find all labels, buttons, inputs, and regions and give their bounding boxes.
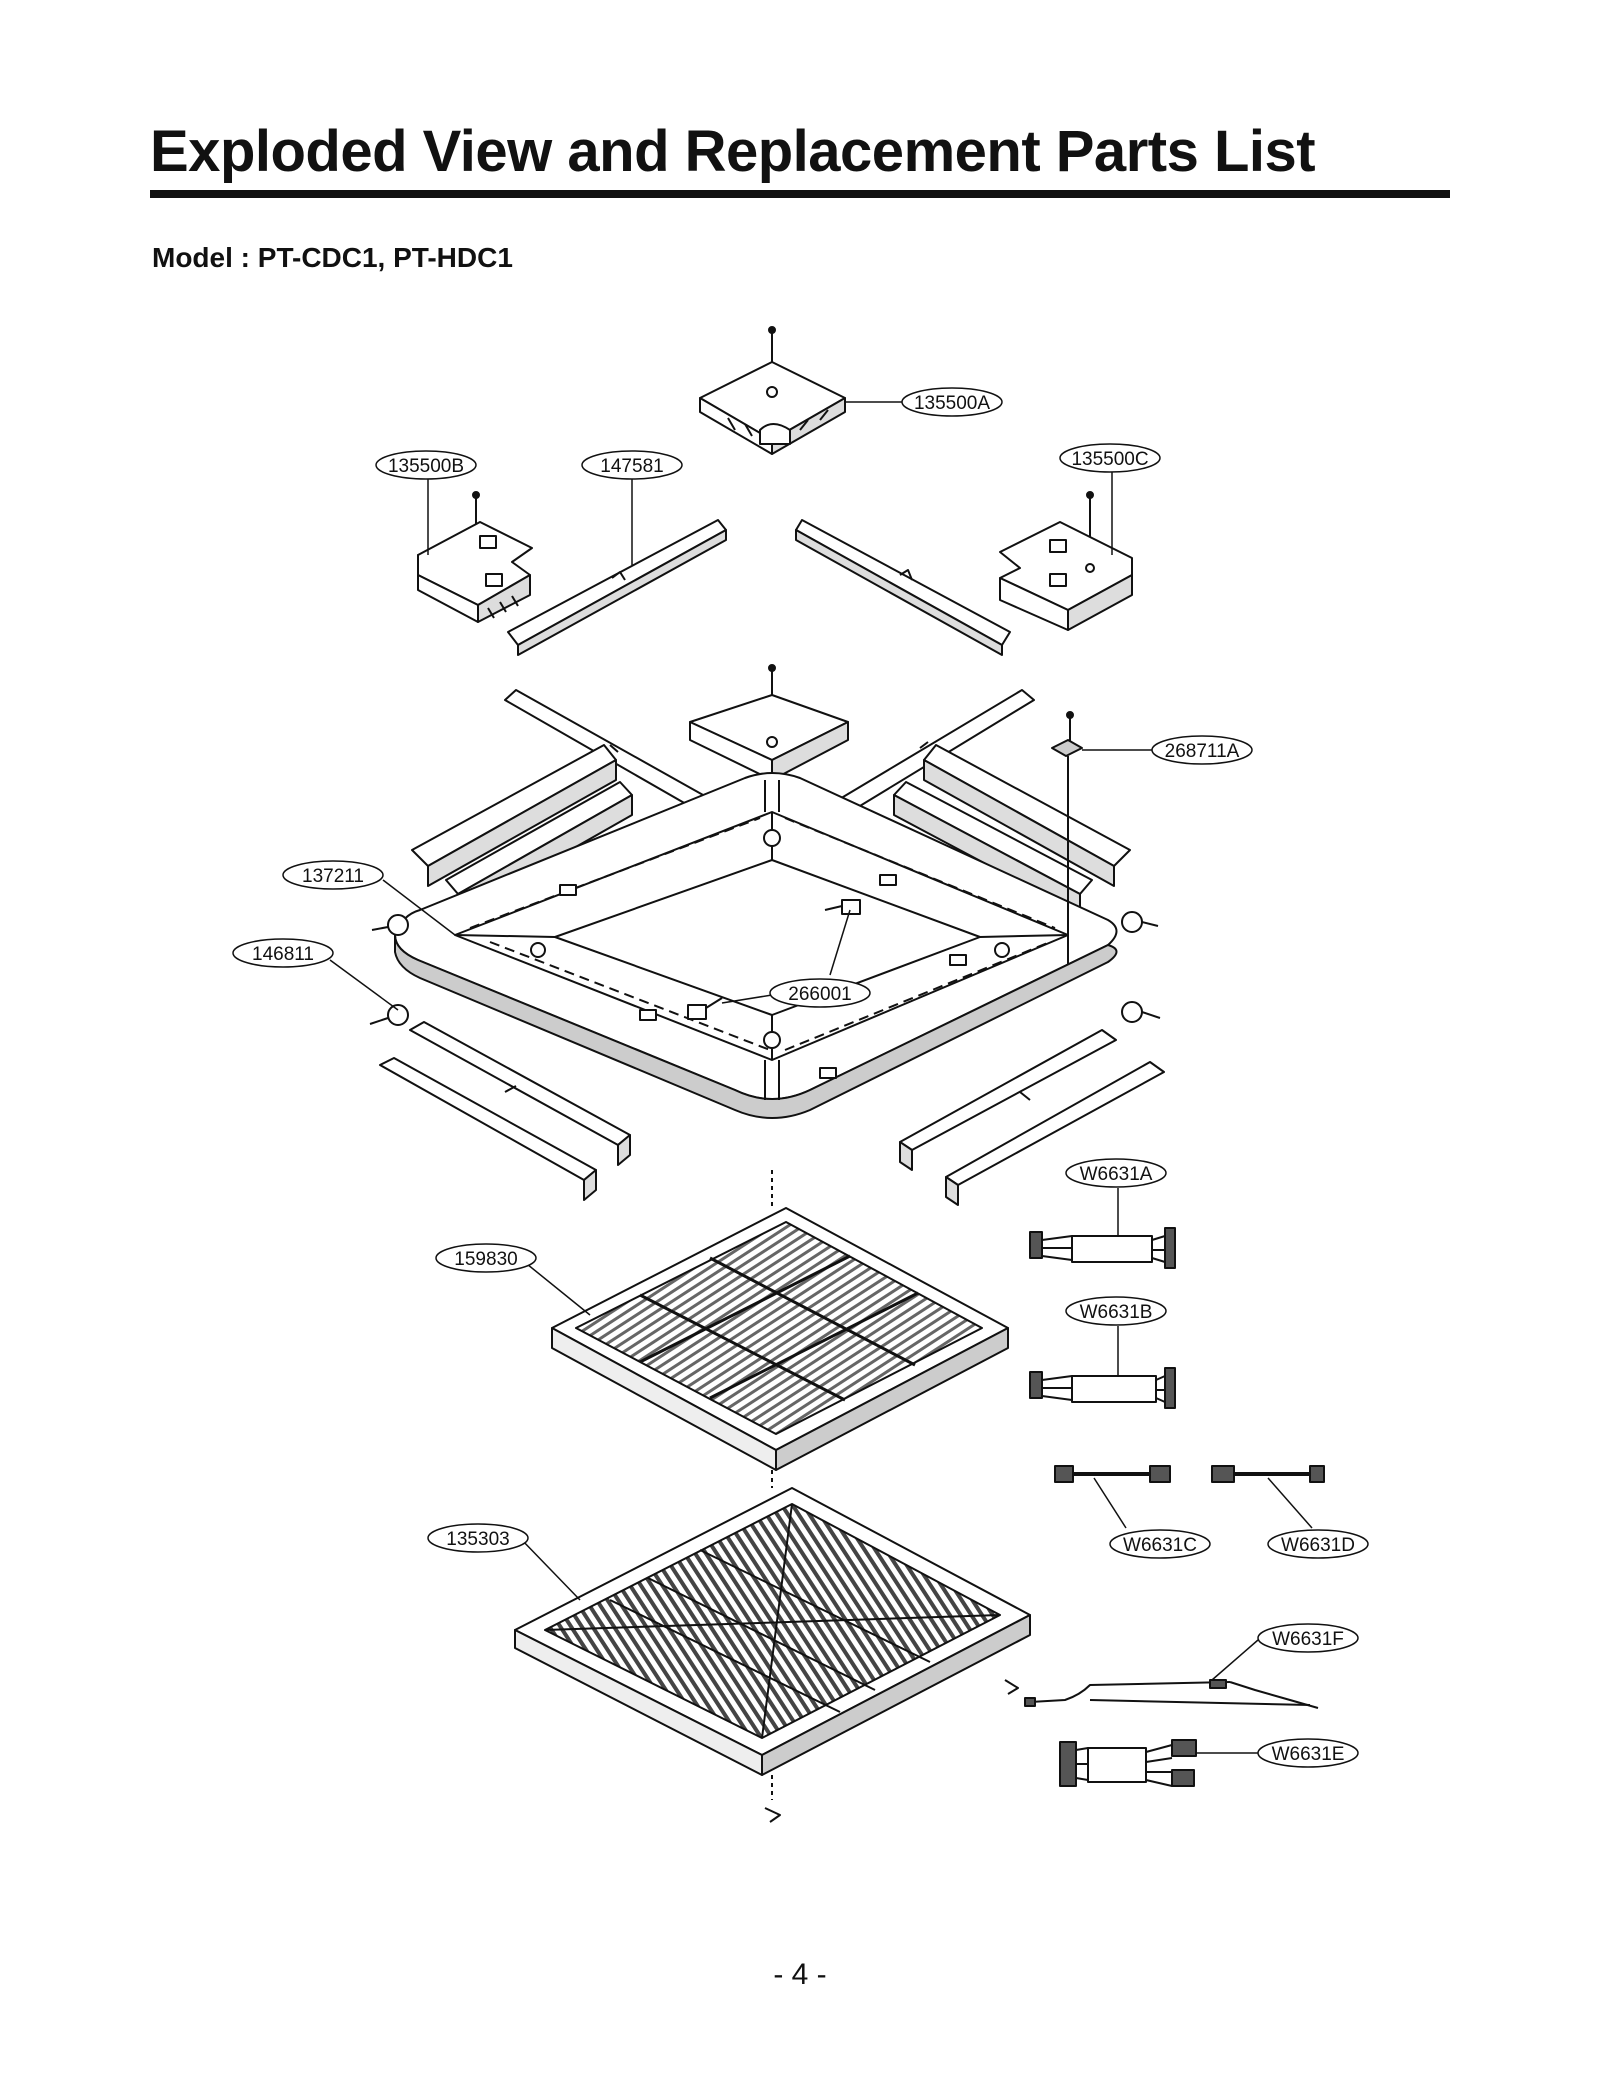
harness-w6631b: [1029, 1367, 1176, 1409]
page-number: - 4 -: [773, 1958, 827, 1991]
callout-label: W6631C: [1123, 1535, 1197, 1556]
harness-w6631f: [1024, 1679, 1319, 1709]
bracket: [1051, 711, 1083, 965]
callout-label: W6631B: [1080, 1302, 1153, 1323]
front-trim-left: [379, 1021, 631, 1201]
callout-label: 146811: [252, 944, 314, 965]
callout-w6631a: W6631A: [1065, 1158, 1167, 1188]
callout-label: 135500B: [388, 456, 464, 477]
rear-trim-right: [893, 744, 1131, 915]
callout-label: 135500C: [1071, 449, 1148, 470]
callout-w6631d: W6631D: [1267, 1529, 1369, 1559]
callout-w6631b: W6631B: [1065, 1296, 1167, 1326]
callout-label: 266001: [788, 984, 851, 1005]
louver-motors: [369, 911, 1161, 1026]
harness-w6631d: [1211, 1465, 1325, 1483]
air-filter: [551, 1170, 1009, 1471]
callout-label: 135303: [446, 1529, 509, 1550]
harness-w6631c: [1054, 1465, 1171, 1483]
callout-w6631e: W6631E: [1257, 1738, 1359, 1768]
callout-w6631f: W6631F: [1257, 1623, 1359, 1653]
callout-label: W6631D: [1281, 1535, 1355, 1556]
corner-cover-center: [689, 664, 849, 781]
front-grille: [514, 1470, 1031, 1823]
side-panel-left: [507, 519, 727, 656]
micro-switch-parts: [687, 899, 861, 1020]
callout-label: W6631A: [1080, 1164, 1153, 1185]
callout-159830: 159830: [435, 1243, 537, 1273]
callout-label: 137211: [302, 866, 364, 887]
callout-137211: 137211: [282, 860, 384, 890]
callout-268711a: 268711A: [1151, 735, 1253, 765]
corner-cover-left: [417, 491, 533, 623]
callout-label: 268711A: [1165, 741, 1240, 762]
harness-w6631a: [1029, 1227, 1176, 1269]
callout-135500b: 135500B: [375, 450, 477, 480]
callout-label: 135500A: [914, 393, 990, 414]
model-label: Model : PT-CDC1, PT-HDC1: [152, 242, 513, 273]
callout-w6631c: W6631C: [1109, 1529, 1211, 1559]
leader-lines: [329, 401, 1313, 1754]
corner-cover-top: [699, 326, 846, 455]
callout-146811: 146811: [232, 938, 334, 968]
page-title: Exploded View and Replacement Parts List: [150, 119, 1316, 184]
harness-w6631e: [1059, 1739, 1197, 1787]
callout-135303: 135303: [427, 1523, 529, 1553]
callout-label: 147581: [600, 456, 663, 477]
callout-266001: 266001: [769, 978, 871, 1008]
corner-cover-right: [999, 491, 1133, 631]
main-frame: [394, 772, 1118, 1119]
side-panel-right: [795, 519, 1011, 656]
callout-147581: 147581: [581, 450, 683, 480]
callout-label: W6631E: [1272, 1744, 1345, 1765]
callout-135500a: 135500A: [901, 387, 1003, 417]
callout-label: W6631F: [1272, 1629, 1344, 1650]
rear-trim-left: [411, 744, 633, 915]
title-rule: [150, 190, 1450, 198]
callout-label: 159830: [454, 1249, 517, 1270]
callout-135500c: 135500C: [1059, 443, 1161, 473]
front-trim-right: [899, 1029, 1165, 1206]
